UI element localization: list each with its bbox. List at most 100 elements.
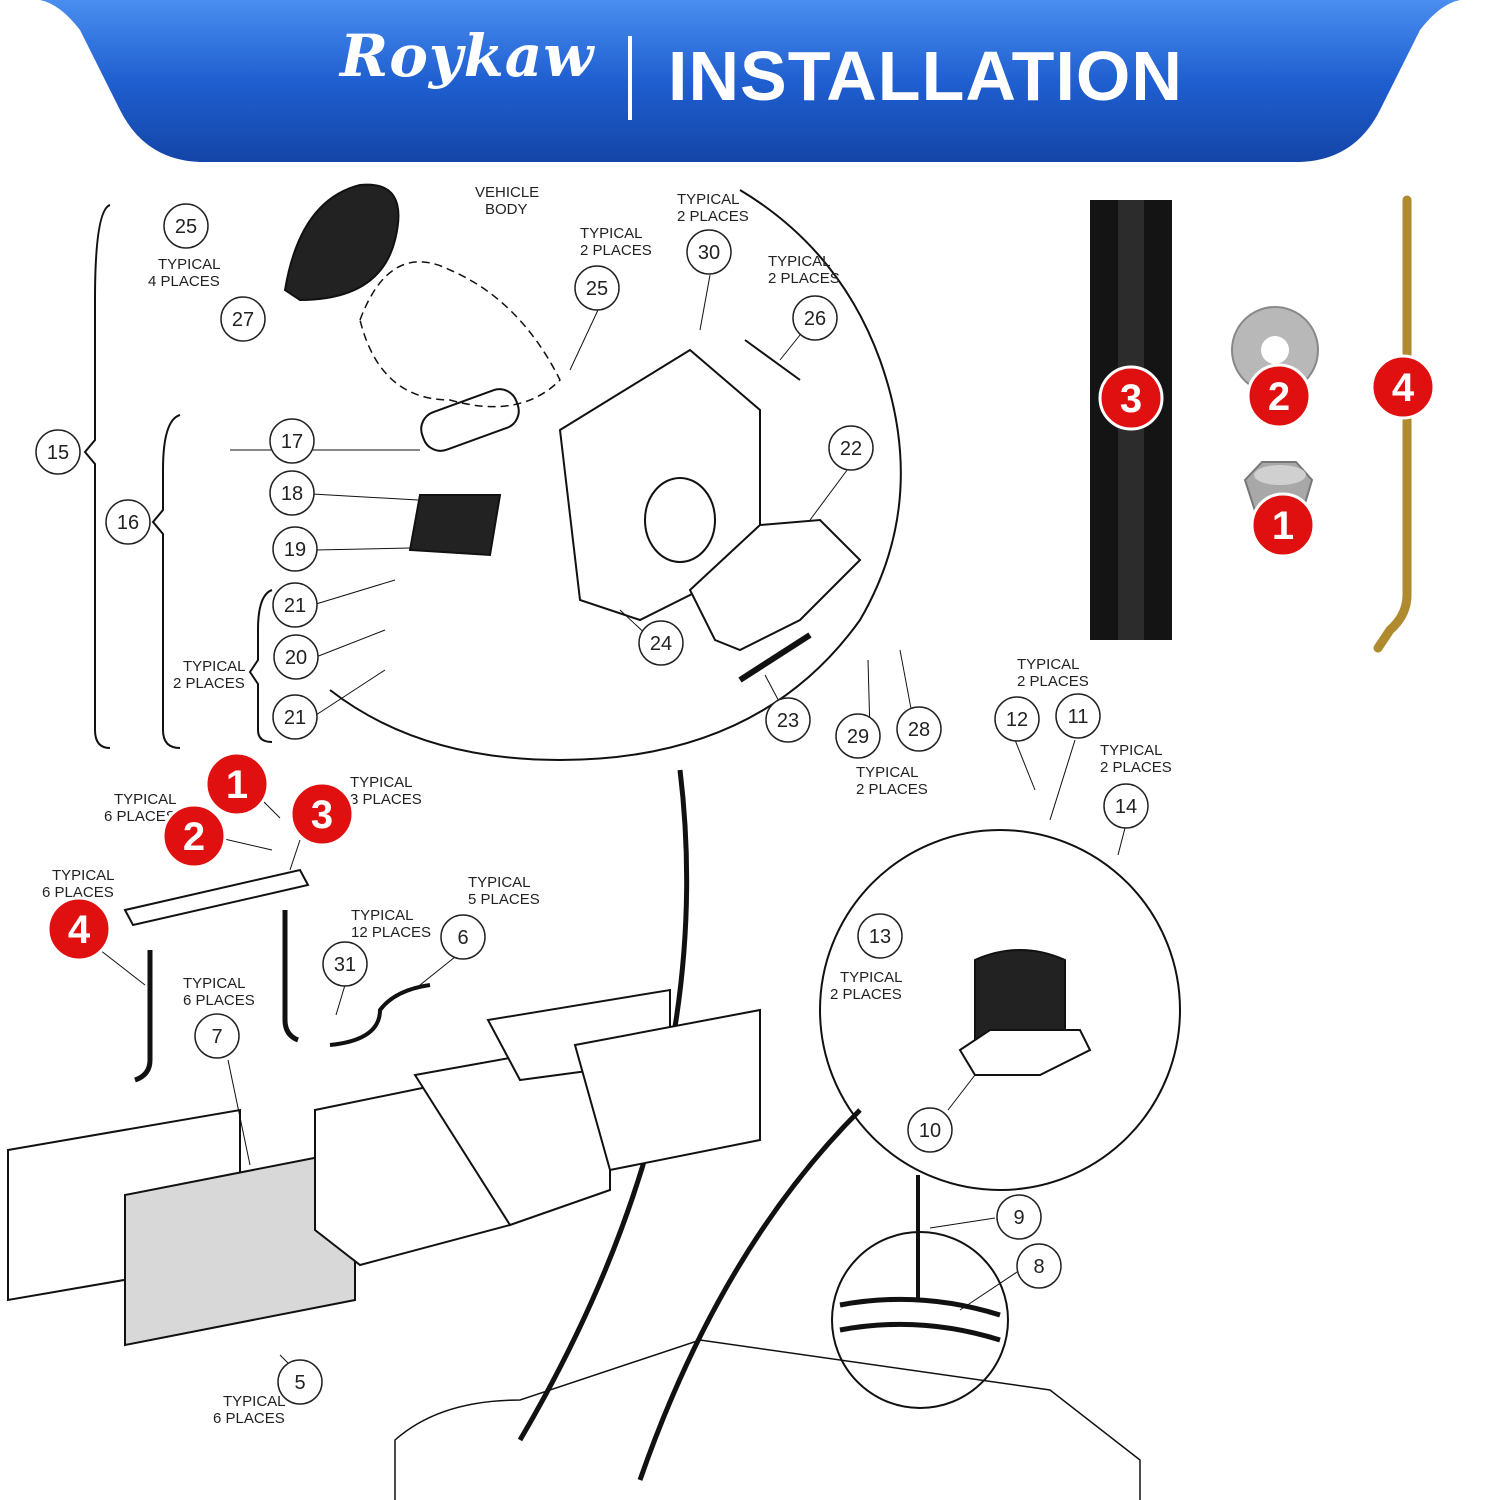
bracket-15 xyxy=(83,204,111,749)
part-badges: 3 2 4 1 1 2 3 4 xyxy=(46,354,1436,962)
places-label: 2 PLACES xyxy=(768,270,840,287)
battery-5 xyxy=(124,1148,356,1347)
svg-text:13: 13 xyxy=(869,926,891,948)
svg-text:20: 20 xyxy=(285,647,307,669)
badge-part-4-photo: 4 xyxy=(1370,354,1436,420)
cable-bundle-2 xyxy=(839,1321,1001,1343)
j-bolt-right xyxy=(282,910,300,1043)
callout-22: 22 xyxy=(828,425,874,471)
typical-label: TYPICAL xyxy=(677,191,740,208)
callout-23: 23 xyxy=(765,697,811,743)
callout-30: 30 xyxy=(686,229,732,275)
svg-text:5: 5 xyxy=(294,1372,305,1394)
typical-label: TYPICAL xyxy=(350,774,413,791)
header-divider xyxy=(628,36,632,120)
typical-label: TYPICAL xyxy=(1017,656,1080,673)
j-bolt-left xyxy=(134,950,153,1083)
callout-28: 28 xyxy=(896,706,942,752)
callout-29: 29 xyxy=(835,713,881,759)
callout-9: 9 xyxy=(996,1194,1042,1240)
svg-text:29: 29 xyxy=(847,726,869,748)
part-17 xyxy=(420,388,520,452)
badge-part-2-photo: 2 xyxy=(1246,363,1312,429)
svg-text:30: 30 xyxy=(698,242,720,264)
cable-6 xyxy=(329,983,431,1047)
part-22 xyxy=(688,518,862,652)
badge-part-4: 4 xyxy=(46,896,112,962)
svg-text:24: 24 xyxy=(650,633,672,655)
svg-text:25: 25 xyxy=(586,278,608,300)
part-photo-j-bolt xyxy=(1373,195,1412,653)
places-label: 2 PLACES xyxy=(580,242,652,259)
callout-16: 16 xyxy=(105,499,151,545)
places-label: 6 PLACES xyxy=(183,992,255,1009)
typical-label: TYPICAL xyxy=(183,658,246,675)
svg-text:19: 19 xyxy=(284,539,306,561)
svg-text:8: 8 xyxy=(1033,1256,1044,1278)
callout-24: 24 xyxy=(638,620,684,666)
badge-part-1-photo: 1 xyxy=(1250,492,1316,558)
badge-part-2: 2 xyxy=(161,803,227,869)
part-23 xyxy=(738,632,812,683)
svg-text:2: 2 xyxy=(1268,375,1290,419)
svg-text:4: 4 xyxy=(1392,366,1415,410)
solenoid-base xyxy=(958,1029,1092,1076)
typical-label: TYPICAL xyxy=(768,253,831,270)
part-19 xyxy=(408,494,502,557)
badge-part-3-photo: 3 xyxy=(1098,365,1164,431)
bracket-16 xyxy=(151,414,181,749)
typical-label: TYPICAL xyxy=(183,975,246,992)
svg-text:21: 21 xyxy=(284,595,306,617)
typical-label: TYPICAL xyxy=(1100,742,1163,759)
svg-text:3: 3 xyxy=(1120,377,1142,421)
leader-lines xyxy=(99,274,1126,1376)
detail-circle-outline xyxy=(329,189,902,762)
svg-text:9: 9 xyxy=(1013,1207,1024,1229)
vehicle-body-outline xyxy=(359,261,561,408)
callout-25: 25 xyxy=(163,203,209,249)
svg-text:1: 1 xyxy=(1272,504,1294,548)
typical-label: TYPICAL xyxy=(351,907,414,924)
svg-text:2: 2 xyxy=(183,815,205,859)
callout-5: 5 xyxy=(277,1359,323,1405)
callout-17: 17 xyxy=(269,418,315,464)
svg-text:15: 15 xyxy=(47,442,69,464)
svg-text:28: 28 xyxy=(908,719,930,741)
svg-text:23: 23 xyxy=(777,710,799,732)
vehicle-frame xyxy=(394,1339,1141,1500)
callout-8: 8 xyxy=(1016,1243,1062,1289)
part-26 xyxy=(744,339,801,381)
callout-7: 7 xyxy=(194,1013,240,1059)
connector-curve-2 xyxy=(637,1108,862,1481)
places-label: 5 PLACES xyxy=(468,891,540,908)
battery-6 xyxy=(573,1008,761,1172)
svg-text:11: 11 xyxy=(1068,706,1089,728)
places-label: 4 PLACES xyxy=(148,273,220,290)
callout-19: 19 xyxy=(272,526,318,572)
badge-part-1: 1 xyxy=(204,751,270,817)
places-label: 2 PLACES xyxy=(856,781,928,798)
places-label: 2 PLACES xyxy=(173,675,245,692)
callout-31: 31 xyxy=(322,941,368,987)
places-label: 6 PLACES xyxy=(42,884,114,901)
places-label: 2 PLACES xyxy=(677,208,749,225)
svg-text:10: 10 xyxy=(919,1120,941,1142)
typical-label: TYPICAL xyxy=(580,225,643,242)
vehicle-body-label: VEHICLE xyxy=(475,184,539,201)
callout-25b: 25 xyxy=(574,265,620,311)
places-label: 2 PLACES xyxy=(830,986,902,1003)
bumper-27 xyxy=(283,183,400,302)
typical-label: TYPICAL xyxy=(114,791,177,808)
callout-10: 10 xyxy=(907,1107,953,1153)
svg-text:21: 21 xyxy=(284,707,306,729)
badge-part-3: 3 xyxy=(289,781,355,847)
places-label: 6 PLACES xyxy=(213,1410,285,1427)
callout-14: 14 xyxy=(1103,783,1149,829)
svg-text:12: 12 xyxy=(1006,709,1028,731)
callout-6: 6 xyxy=(440,914,486,960)
svg-text:31: 31 xyxy=(334,954,356,976)
svg-text:25: 25 xyxy=(175,216,197,238)
brand-logo: Roykaw xyxy=(340,22,595,90)
callout-12: 12 xyxy=(994,696,1040,742)
